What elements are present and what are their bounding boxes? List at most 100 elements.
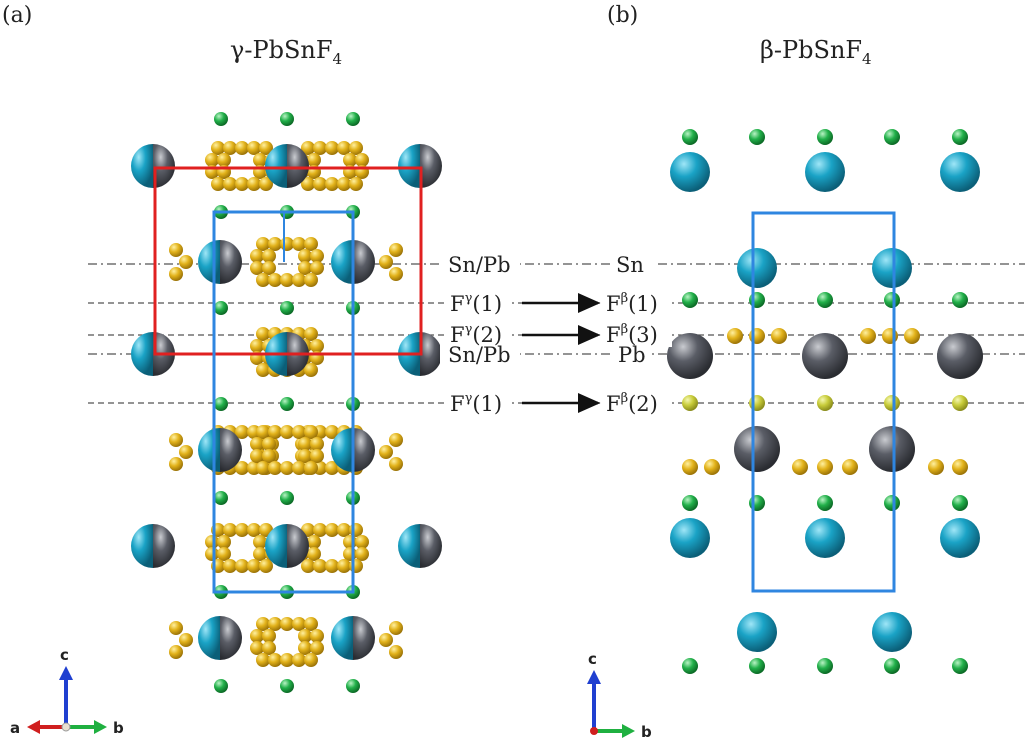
axes-gizmo-a: c a b bbox=[10, 646, 124, 737]
sn-pb-atom bbox=[198, 616, 242, 660]
fluorine-atom bbox=[214, 112, 228, 126]
panel-b-title-sub: 4 bbox=[862, 50, 872, 68]
gamma-fluorine-label-1: Fγ(1) bbox=[450, 291, 502, 316]
fluorine-atom bbox=[904, 328, 920, 344]
fluorine-atom bbox=[169, 243, 183, 257]
sn-pb-atom bbox=[331, 616, 375, 660]
fluorine-atom bbox=[250, 437, 264, 451]
fluorine-atom bbox=[325, 177, 339, 191]
fluorine-atom bbox=[310, 449, 324, 463]
fluorine-atom bbox=[349, 141, 363, 155]
fluorine-atom bbox=[310, 249, 324, 263]
sn-pb-atom bbox=[198, 240, 242, 284]
sn-atom bbox=[737, 248, 777, 288]
fluorine-atom bbox=[817, 658, 833, 674]
fluorine-atom bbox=[313, 141, 327, 155]
beta-fluorine-label-1: Fβ(1) bbox=[606, 291, 658, 316]
fluorine-atom bbox=[749, 328, 765, 344]
panel-a-title-sub: 4 bbox=[333, 50, 343, 68]
beta-layer-label-2: Pb bbox=[618, 343, 646, 367]
fluorine-atom bbox=[310, 641, 324, 655]
sn-pb-atom bbox=[398, 144, 442, 188]
fluorine-atom bbox=[346, 679, 360, 693]
fluorine-atom bbox=[280, 273, 294, 287]
fluorine-atom bbox=[280, 679, 294, 693]
fluorine-atom bbox=[952, 495, 968, 511]
fluorine-atom bbox=[337, 177, 351, 191]
fluorine-atom bbox=[217, 547, 231, 561]
panel-b-title-main: β-PbSnF bbox=[760, 36, 862, 64]
fluorine-atom bbox=[952, 395, 968, 411]
fluorine-atom bbox=[817, 395, 833, 411]
fluorine-atom bbox=[301, 141, 315, 155]
fluorine-atom bbox=[280, 617, 294, 631]
fluorine-atom bbox=[304, 425, 318, 439]
fluorine-atom bbox=[313, 559, 327, 573]
fluorine-atom bbox=[280, 425, 294, 439]
axis-label-c-a: c bbox=[60, 646, 69, 664]
fluorine-atom bbox=[214, 397, 228, 411]
sn-pb-atom bbox=[131, 524, 175, 568]
panel-a-title: γ-PbSnF4 bbox=[230, 36, 342, 68]
panel-b-title: β-PbSnF4 bbox=[760, 36, 872, 68]
fluorine-atom bbox=[682, 129, 698, 145]
fluorine-atom bbox=[268, 617, 282, 631]
fluorine-atom bbox=[217, 153, 231, 167]
fluorine-atom bbox=[280, 461, 294, 475]
fluorine-atom bbox=[235, 177, 249, 191]
fluorine-atom bbox=[310, 629, 324, 643]
gamma-layer-label-1: Sn/Pb bbox=[448, 253, 511, 277]
fluorine-atom bbox=[259, 177, 273, 191]
fluorine-atom bbox=[268, 653, 282, 667]
fluorine-atom bbox=[256, 425, 270, 439]
fluorine-atom bbox=[389, 457, 403, 471]
fluorine-atom bbox=[280, 653, 294, 667]
fluorine-atom bbox=[325, 523, 339, 537]
fluorine-atom bbox=[292, 461, 306, 475]
fluorine-atom bbox=[268, 461, 282, 475]
sn-atom bbox=[805, 152, 845, 192]
fluorine-atom bbox=[349, 559, 363, 573]
fluorine-atom bbox=[214, 679, 228, 693]
fluorine-atom bbox=[952, 292, 968, 308]
axes-gizmo-b: c b bbox=[587, 650, 652, 741]
fluorine-atom bbox=[817, 129, 833, 145]
fluorine-atom bbox=[349, 177, 363, 191]
fluorine-atom bbox=[250, 641, 264, 655]
fluorine-atom bbox=[280, 112, 294, 126]
fluorine-atom bbox=[337, 559, 351, 573]
fluorine-atom bbox=[310, 339, 324, 353]
fluorine-atom bbox=[211, 141, 225, 155]
fluorine-atom bbox=[304, 461, 318, 475]
fluorine-atom bbox=[235, 425, 249, 439]
panel-b-tag: (b) bbox=[607, 3, 638, 28]
fluorine-atom bbox=[253, 535, 267, 549]
fluorine-atom bbox=[247, 177, 261, 191]
fluorine-atom bbox=[250, 261, 264, 275]
gamma-layer-label-2: Sn/Pb bbox=[448, 343, 511, 367]
fluorine-atom bbox=[292, 237, 306, 251]
fluorine-atom bbox=[298, 629, 312, 643]
fluorine-atom bbox=[211, 177, 225, 191]
fluorine-atom bbox=[214, 301, 228, 315]
fluorine-atom bbox=[884, 129, 900, 145]
panel-a-tag: (a) bbox=[2, 3, 32, 28]
fluorine-atom bbox=[250, 449, 264, 463]
sn-atom bbox=[940, 152, 980, 192]
fluorine-atom bbox=[256, 327, 270, 341]
sn-pb-atom bbox=[198, 428, 242, 472]
fluorine-atom bbox=[298, 437, 312, 451]
fluorine-atom bbox=[349, 523, 363, 537]
fluorine-atom bbox=[749, 292, 765, 308]
fluorine-atom bbox=[223, 141, 237, 155]
fluorine-atom bbox=[379, 633, 393, 647]
fluorine-atom bbox=[256, 363, 270, 377]
fluorine-atom bbox=[169, 267, 183, 281]
fluorine-atom bbox=[389, 645, 403, 659]
sn-atom bbox=[805, 518, 845, 558]
gamma-fluorine-label-3: Fγ(1) bbox=[450, 391, 502, 416]
sn-pb-atom bbox=[331, 240, 375, 284]
fluorine-atom bbox=[256, 461, 270, 475]
fluorine-atom bbox=[337, 523, 351, 537]
